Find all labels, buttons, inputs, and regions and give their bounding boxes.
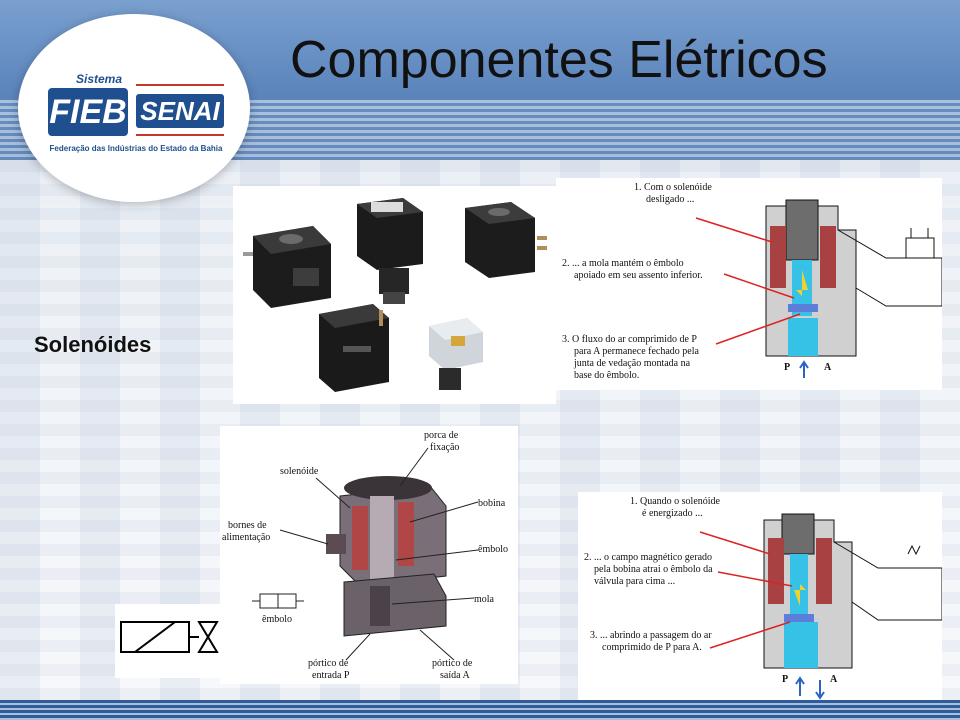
leader-embolo <box>395 549 479 561</box>
cutaway-coil-left <box>352 506 368 570</box>
valve-symbol-icon <box>252 593 304 609</box>
seal <box>788 304 818 312</box>
valve-core-on <box>781 513 815 555</box>
flow-arrow-p <box>799 360 809 378</box>
label-porca-a: porca de <box>424 430 459 441</box>
slide-title: Componentes Elétricos <box>290 31 828 89</box>
energized-icon <box>907 544 921 556</box>
label-solenoide: solenóide <box>280 466 319 477</box>
coil-1-icon <box>243 226 331 308</box>
connector-pins <box>905 228 935 259</box>
fixing-nut <box>344 476 432 500</box>
off-label-2b: apoiado em seu assento inferior. <box>574 270 703 281</box>
label-bornes-b: alimentação <box>222 532 270 543</box>
flow-arrow-p-on <box>795 676 805 696</box>
coil-3-icon <box>465 202 547 278</box>
cutaway-spring <box>370 586 390 626</box>
leader-bornes <box>279 529 329 545</box>
off-label-1b: desligado ... <box>646 194 694 205</box>
down-arrow <box>796 270 808 296</box>
plunger-air-on <box>790 554 808 614</box>
seal-on <box>784 614 814 622</box>
leader-3 <box>715 313 801 345</box>
label-embolo: êmbolo <box>478 544 508 555</box>
leader-solenoide <box>315 477 351 509</box>
coil-right <box>820 226 836 288</box>
cutaway-plunger <box>370 496 394 586</box>
off-label-3c: junta de vedação montada na <box>573 358 691 369</box>
port-channel-on <box>784 622 818 668</box>
leader-1 <box>695 217 773 243</box>
leader-entrada <box>345 633 371 661</box>
cutaway-base <box>343 573 447 637</box>
on-label-3b: comprimido de P para A. <box>602 642 702 653</box>
solenoid-coils-photo <box>233 186 556 404</box>
leader-saida <box>419 629 455 661</box>
off-label-3a: 3. O fluxo do ar comprimido de P <box>562 334 697 345</box>
label-saida-a: pórtico de <box>432 658 473 669</box>
leader-bobina <box>409 501 479 523</box>
label-mola: mola <box>474 594 495 605</box>
footer-stripes <box>0 700 960 720</box>
terminals <box>326 534 346 554</box>
off-port-p: P <box>784 362 790 373</box>
label-saida-b: saída A <box>440 670 470 681</box>
leader-porca <box>399 447 429 487</box>
solenoid-symbol <box>115 604 220 678</box>
valve-cutaway-photo: porca de fixação solenóide bobina bornes… <box>220 426 518 684</box>
coil-left-on <box>768 538 784 604</box>
symbol-caption: êmbolo <box>262 614 292 625</box>
coil-4-icon <box>319 304 389 392</box>
label-entrada-a: pórtico de <box>308 658 349 669</box>
logo-senai-text: SENAI <box>136 94 224 128</box>
coil-left <box>770 226 786 288</box>
leader-mola <box>391 597 475 605</box>
solenoid-coils-illustration <box>243 198 547 392</box>
leader-on-3 <box>709 621 791 649</box>
cutaway-coil-right <box>398 502 414 566</box>
off-label-3b: para A permanece fechado pela <box>574 346 699 357</box>
label-entrada-b: entrada P <box>312 670 350 681</box>
label-bornes-a: bornes de <box>228 520 267 531</box>
off-label-2a: 2. ... a mola mantém o êmbolo <box>562 258 684 269</box>
logo-sistema-text: Sistema <box>76 72 123 86</box>
up-arrow <box>794 584 806 606</box>
leader-on-1 <box>699 531 771 555</box>
off-label-3d: base do êmbolo. <box>574 370 639 381</box>
coil-2-icon <box>357 198 423 304</box>
logo-fieb-text: FIEB <box>48 88 128 136</box>
coil-5-icon <box>429 318 483 390</box>
on-label-1a: 1. Quando o solenóide <box>630 496 721 507</box>
logo-rule-top <box>136 84 224 86</box>
logo-federacao-text: Federação das Indústrias do Estado da Ba… <box>49 144 223 153</box>
off-label-1a: 1. Com o solenóide <box>634 182 712 193</box>
flow-arrow-a-on <box>815 680 825 700</box>
on-port-p: P <box>782 674 788 685</box>
leader-on-2 <box>717 571 793 587</box>
logo-rule-bottom <box>136 134 224 136</box>
on-label-3a: 3. ... abrindo a passagem do ar <box>590 630 712 641</box>
on-port-a: A <box>830 674 838 685</box>
label-porca-b: fixação <box>430 442 459 453</box>
solenoid-symbol-icon <box>120 621 219 653</box>
slide-subtitle: Solenóides <box>34 332 152 357</box>
on-label-2b: pela bobina atrai o êmbolo da <box>594 564 713 575</box>
fieb-senai-logo: Sistema FIEB SENAI Federação das Indústr… <box>18 14 250 202</box>
valve-core <box>785 199 819 261</box>
port-channel <box>788 318 818 356</box>
valve-off-diagram: 1. Com o solenóide desligado ... 2. ... … <box>556 178 943 390</box>
on-label-2c: válvula para cima ... <box>594 576 675 587</box>
coil-right-on <box>816 538 832 604</box>
on-label-2a: 2. ... o campo magnético gerado <box>584 552 712 563</box>
on-label-1b: é energizado ... <box>642 508 703 519</box>
valve-on-diagram: 1. Quando o solenóide é energizado ... 2… <box>578 492 943 700</box>
off-port-a: A <box>824 362 832 373</box>
leader-2 <box>723 273 795 299</box>
label-bobina: bobina <box>478 498 506 509</box>
